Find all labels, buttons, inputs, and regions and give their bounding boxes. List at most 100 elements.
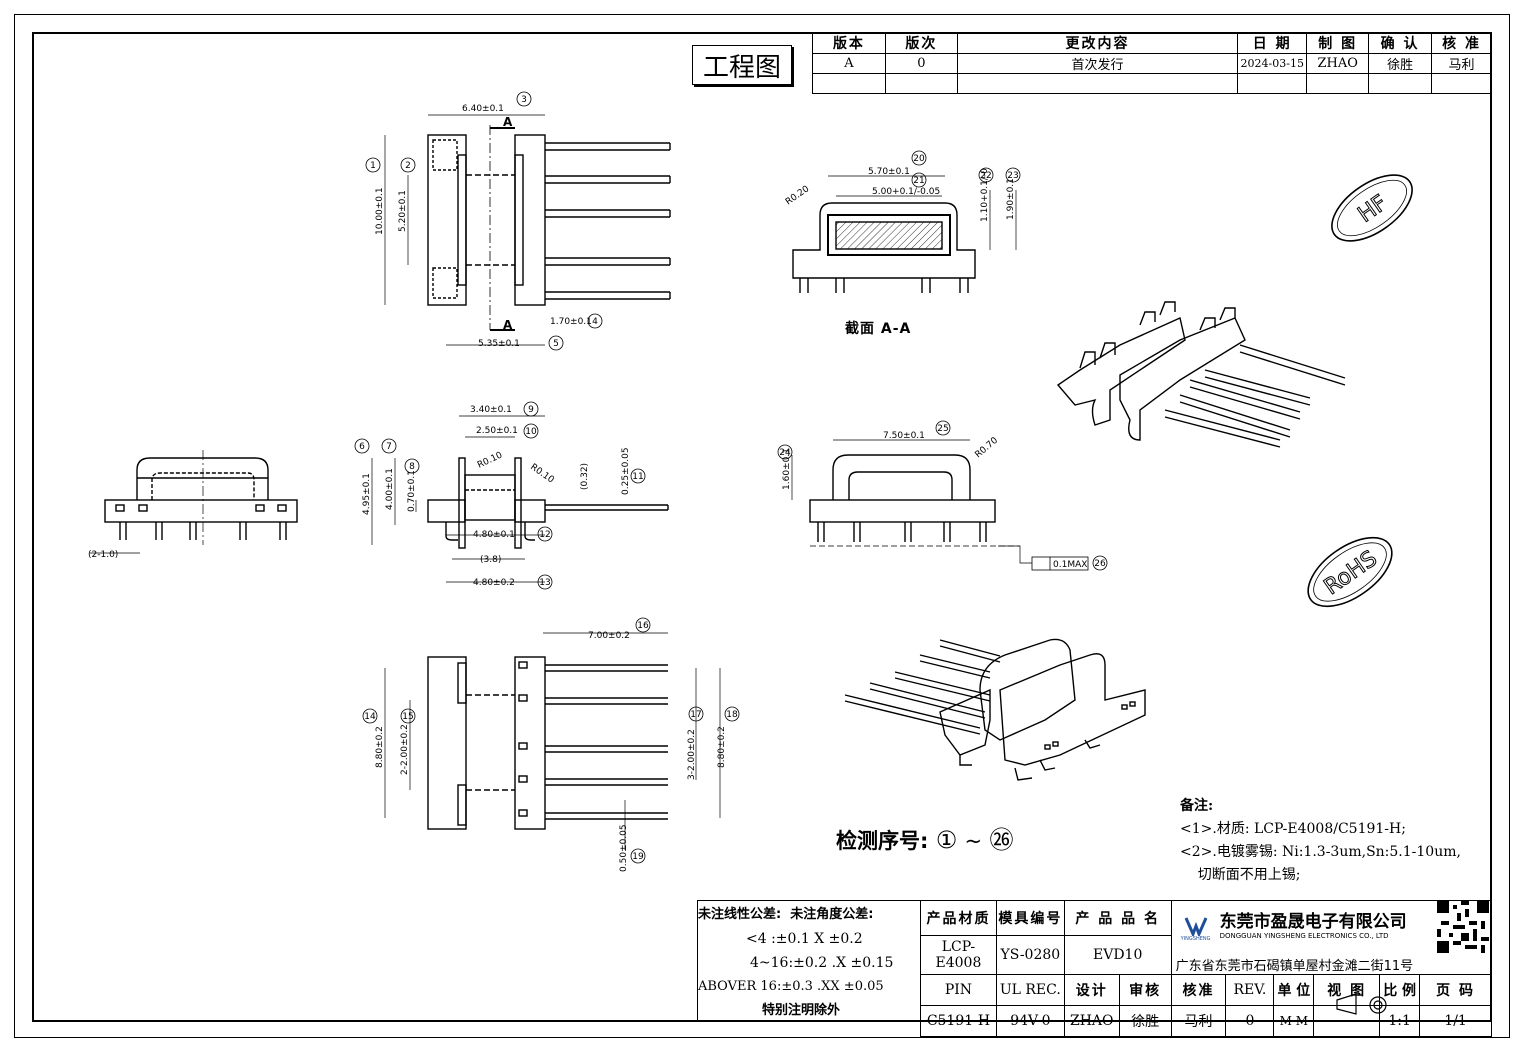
balloon-17: 17 bbox=[690, 710, 701, 720]
notes-title: 备注: bbox=[1180, 798, 1214, 814]
dim-text: 4.80±0.2 bbox=[473, 578, 515, 588]
dim-text: 0.50±0.05 bbox=[619, 824, 629, 872]
dim-text: 0.70±0.1 bbox=[407, 470, 417, 512]
front-view bbox=[90, 450, 298, 554]
rohs-stamp-text: RoHS bbox=[1320, 546, 1382, 600]
balloon-21: 21 bbox=[913, 176, 924, 186]
balloon-23: 23 bbox=[1007, 171, 1018, 181]
tolerance-line: 4~16:±0.2 .X ±0.15 bbox=[750, 955, 894, 971]
label-rev: REV. bbox=[1225, 974, 1275, 1006]
notes-line: 切断面不用上锡; bbox=[1180, 867, 1301, 883]
outer-border bbox=[14, 14, 1510, 1038]
dim-text: (2-1.0) bbox=[88, 550, 118, 560]
balloon-18: 18 bbox=[726, 710, 738, 720]
balloon-25: 25 bbox=[937, 424, 948, 434]
table-row: A 0 首次发行 2024-03-15 ZHAO 徐胜 马利 bbox=[812, 53, 1492, 74]
balloon-8: 8 bbox=[409, 462, 415, 472]
qr-code-icon bbox=[1437, 901, 1489, 957]
section-marker-a-bottom: A bbox=[503, 318, 513, 332]
value-ul-rec: 94V-0 bbox=[995, 1005, 1065, 1037]
check-number-sep: ~ bbox=[964, 829, 983, 853]
dim-text: 5.35±0.1 bbox=[478, 339, 520, 349]
rev-cell: 首次发行 bbox=[956, 53, 1239, 74]
value-view bbox=[1313, 1005, 1381, 1037]
dim-text: (3.8) bbox=[480, 555, 501, 565]
dim-text: 1.10+0.1/-0 bbox=[980, 168, 990, 222]
dim-text: R0.20 bbox=[784, 184, 811, 207]
tolerance-line: <4 :±0.1 X ±0.2 bbox=[746, 931, 863, 947]
front-view-right bbox=[777, 420, 1108, 571]
dim-text: (0.32) bbox=[580, 463, 590, 490]
value-scale: 1:1 bbox=[1379, 1005, 1421, 1037]
hf-stamp: HF bbox=[1331, 174, 1413, 242]
title-block-table: 产品材质 模具编号 产 品 品 名 YINGSHENG 东莞市盈晟电子有限公司 … bbox=[920, 899, 1493, 1037]
table-row bbox=[812, 73, 1492, 94]
balloon-6: 6 bbox=[359, 442, 365, 452]
value-product-name: EVD10 bbox=[1063, 935, 1172, 975]
value-approver: 马利 bbox=[1170, 1005, 1227, 1037]
rev-cell: ZHAO bbox=[1306, 53, 1370, 74]
label-product-name: 产 品 品 名 bbox=[1063, 899, 1172, 937]
value-reviewer: 徐胜 bbox=[1118, 1005, 1172, 1037]
rev-header-change: 更改内容 bbox=[956, 32, 1239, 54]
notes-line: <2>.电镀雾锡: Ni:1.3-3um,Sn:5.1-10um, bbox=[1180, 844, 1461, 860]
label-page: 页 码 bbox=[1419, 974, 1492, 1006]
rev-header-approve: 核 准 bbox=[1431, 32, 1492, 54]
section-marker-a-top: A bbox=[503, 115, 513, 129]
balloon-2: 2 bbox=[405, 161, 411, 171]
balloon-19: 19 bbox=[632, 852, 644, 862]
tolerance-title: 未注线性公差: 未注角度公差: bbox=[698, 907, 874, 922]
tolerance-block: 未注线性公差: 未注角度公差: <4 :±0.1 X ±0.2 4~16:±0.… bbox=[698, 903, 920, 1023]
label-material: 产品材质 bbox=[920, 899, 997, 937]
label-mold-no: 模具编号 bbox=[995, 899, 1065, 937]
dim-text: 2-2.00±0.2 bbox=[400, 724, 410, 775]
balloon-3: 3 bbox=[521, 95, 527, 105]
check-number-range: 检测序号: ① ~ ㉖ bbox=[836, 820, 1013, 855]
label-approver: 核准 bbox=[1170, 974, 1227, 1006]
label-scale: 比 例 bbox=[1379, 974, 1421, 1006]
balloon-16: 16 bbox=[637, 621, 649, 631]
balloon-9: 9 bbox=[528, 405, 534, 415]
value-pin: C5191-H bbox=[920, 1005, 997, 1037]
dim-text: 7.00±0.2 bbox=[588, 631, 630, 641]
balloon-20: 20 bbox=[913, 154, 925, 164]
notes-block: 备注: <1>.材质: LCP-E4008/C5191-H; <2>.电镀雾锡:… bbox=[1180, 795, 1500, 887]
section-a-a-view bbox=[792, 150, 1021, 293]
rev-cell: 2024-03-15 bbox=[1237, 53, 1308, 74]
balloon-26: 26 bbox=[1094, 559, 1106, 569]
logo-text: YINGSHENG bbox=[1180, 936, 1211, 942]
value-material: LCP-E4008 bbox=[920, 935, 997, 975]
dim-text: 8.80±0.2 bbox=[717, 726, 727, 768]
dim-text: R0.10 bbox=[528, 462, 555, 485]
dim-text: 0.1MAX bbox=[1053, 560, 1087, 570]
label-pin: PIN bbox=[920, 974, 997, 1006]
balloon-11: 11 bbox=[632, 472, 643, 482]
dim-text: 5.20±0.1 bbox=[398, 190, 408, 232]
balloon-12: 12 bbox=[539, 530, 550, 540]
balloon-4: 4 bbox=[592, 317, 598, 327]
bottom-view bbox=[362, 617, 740, 864]
label-reviewer: 审核 bbox=[1118, 974, 1172, 1006]
balloon-24: 24 bbox=[779, 448, 791, 458]
tolerance-line: ABOVER 16:±0.3 .XX ±0.05 bbox=[698, 979, 884, 994]
label-designer: 设计 bbox=[1063, 974, 1120, 1006]
notes-line: <1>.材质: LCP-E4008/C5191-H; bbox=[1180, 821, 1406, 837]
dim-text: 1.70±0.1 bbox=[550, 317, 592, 327]
balloon-15: 15 bbox=[402, 712, 413, 722]
section-label: 截面 A-A bbox=[845, 321, 912, 337]
balloon-22: 22 bbox=[980, 171, 991, 181]
value-rev: 0 bbox=[1225, 1005, 1275, 1037]
dim-text: 5.00+0.1/-0.05 bbox=[872, 187, 940, 197]
dim-text: 4.00±0.1 bbox=[385, 468, 395, 510]
value-designer: ZHAO bbox=[1063, 1005, 1120, 1037]
dim-text: 5.70±0.1 bbox=[868, 167, 910, 177]
rohs-stamp: RoHS bbox=[1307, 536, 1393, 608]
dim-text: R0.10 bbox=[476, 450, 504, 470]
balloon-13: 13 bbox=[539, 578, 550, 588]
value-page: 1/1 bbox=[1419, 1005, 1492, 1037]
dim-text: 1.90±0.1 bbox=[1006, 178, 1016, 220]
side-view bbox=[354, 401, 669, 590]
check-number-to: ㉖ bbox=[989, 826, 1014, 854]
check-number-from: ① bbox=[935, 826, 958, 854]
